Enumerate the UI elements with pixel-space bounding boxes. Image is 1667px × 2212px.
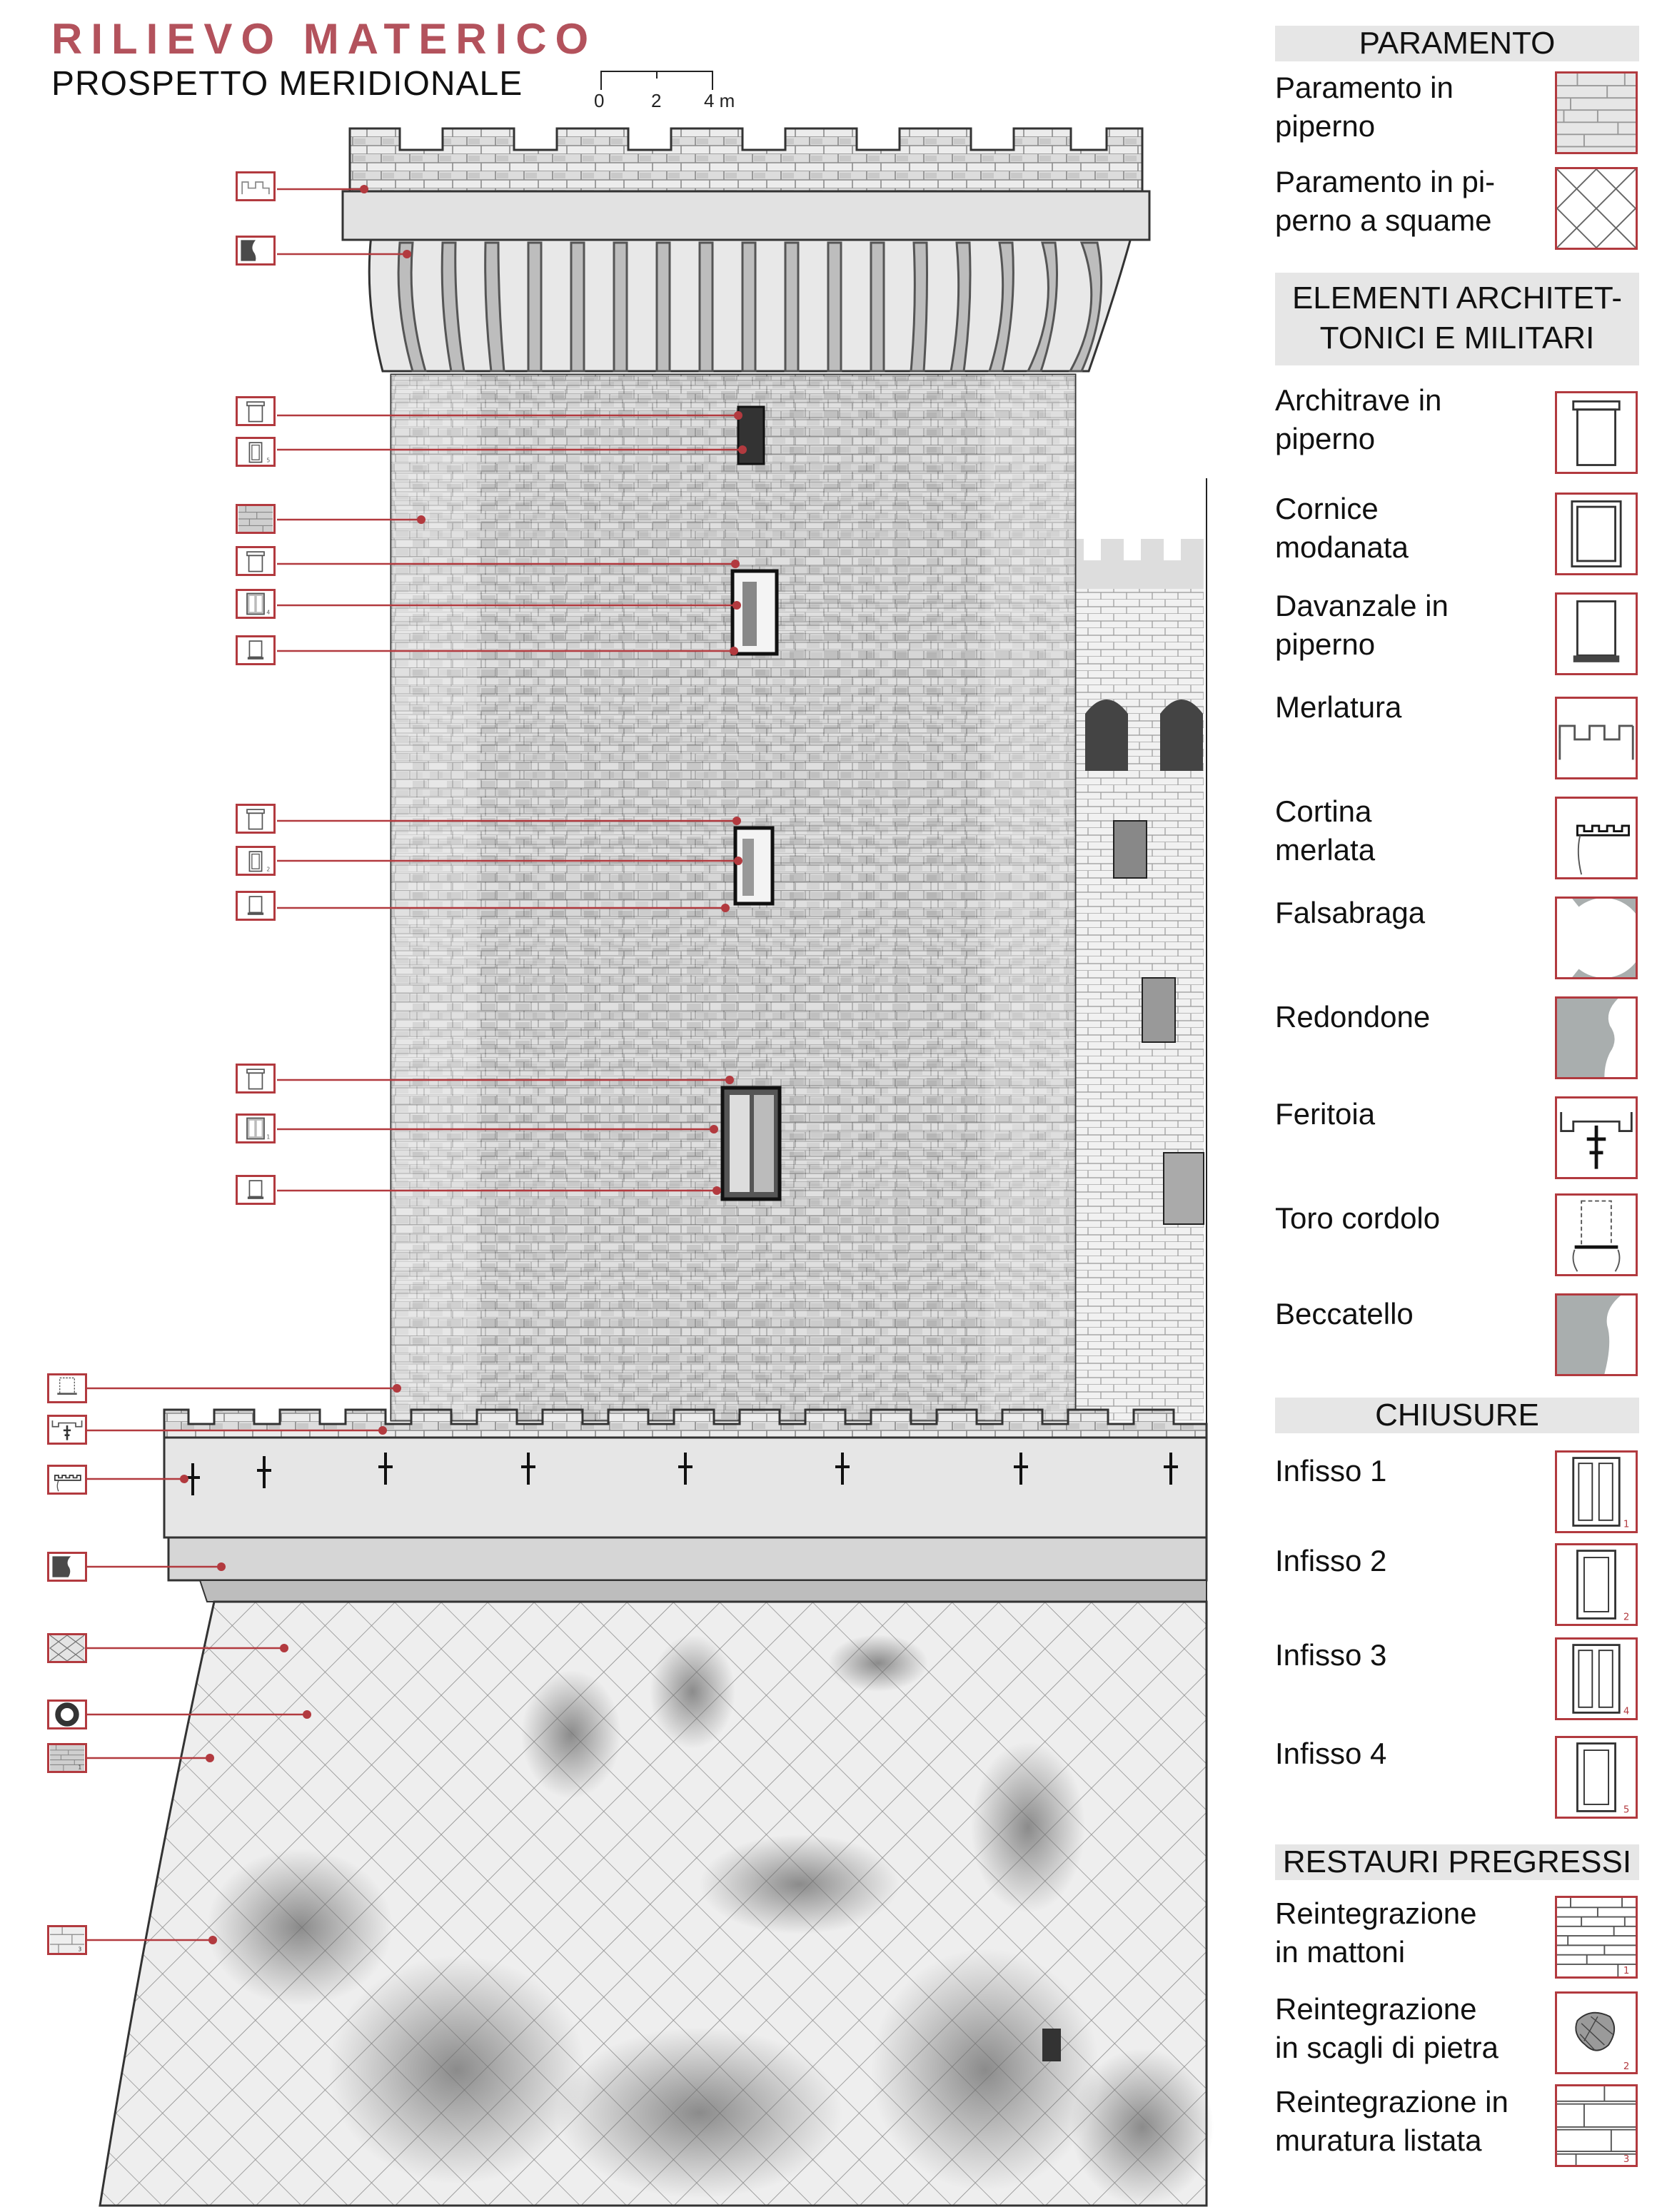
legend-header-chiusure: CHIUSURE [1275, 1398, 1639, 1433]
legend-label-feritoia: Feritoia [1275, 1097, 1376, 1131]
restauro-number: 2 [1623, 2061, 1629, 2072]
infisso-number: 1 [1623, 1519, 1629, 1530]
legend-label-merlatura: Merlatura [1275, 690, 1402, 724]
scale-bar [600, 71, 713, 90]
drawing-title: RILIEVO MATERICO [51, 15, 598, 63]
key-listata: 3 [47, 1925, 87, 1955]
corbel-profile-icon [1555, 1293, 1638, 1376]
key-number: 3 [78, 1946, 81, 1952]
architrave-window-icon [1555, 391, 1638, 474]
legend-label-toro: Toro cordolo [1275, 1201, 1441, 1235]
key-architrave-4 [236, 1064, 276, 1094]
stone-patch-icon: 2 [1555, 1991, 1638, 2074]
single-window-icon: 2 [1555, 1543, 1638, 1626]
legend-label-infisso-4: Infisso 4 [1275, 1737, 1387, 1770]
scale-label-2: 2 [651, 90, 662, 111]
key-number: 2 [266, 867, 270, 873]
machicolation-crown [368, 234, 1133, 373]
restauro-number: 3 [1623, 2154, 1629, 2165]
scarp-base [99, 1600, 1214, 2207]
legend-header-paramento: PARAMENTO [1275, 26, 1639, 61]
molded-frame-window-icon [1555, 493, 1638, 575]
key-redondone [47, 1552, 87, 1582]
infisso-number: 4 [1623, 1706, 1629, 1717]
key-infisso-5: 5 [236, 437, 276, 467]
key-mattoni: 1 [47, 1743, 87, 1773]
legend-label-infisso-3: Infisso 3 [1275, 1638, 1387, 1672]
key-infisso-1: 1 [236, 1113, 276, 1143]
banded-masonry-icon: 3 [1555, 2084, 1638, 2167]
key-beccatello [236, 236, 276, 266]
key-number: 5 [266, 458, 270, 464]
diamond-scale-icon [1555, 167, 1638, 250]
key-architrave-1 [236, 396, 276, 426]
key-davanzale-1 [236, 635, 276, 665]
legend-label-beccatello: Beccatello [1275, 1297, 1414, 1330]
tower-shaft [390, 373, 1077, 1422]
lower-curtain [163, 1408, 1208, 1602]
key-feritoia [47, 1415, 87, 1445]
key-infisso-4: 4 [236, 589, 276, 619]
key-architrave-3 [236, 804, 276, 834]
brick-pattern-icon: 1 [1555, 1896, 1638, 1979]
infisso-number: 2 [1623, 1612, 1629, 1622]
redondone-profile-icon [1555, 996, 1638, 1079]
key-number: 1 [266, 1134, 270, 1141]
legend-label-infisso-1: Infisso 1 [1275, 1454, 1387, 1488]
key-paramento [236, 504, 276, 534]
double-door-icon: 1 [1555, 1450, 1638, 1533]
elevation-drawing [87, 127, 1214, 2207]
key-cortina-merlata [47, 1465, 87, 1495]
key-number: 4 [266, 610, 270, 616]
top-battlement [341, 127, 1151, 241]
leader-lines [87, 188, 742, 1941]
key-toro-cordolo [47, 1373, 87, 1403]
falsebraye-ring-icon [1555, 897, 1638, 979]
key-davanzale-2 [236, 891, 276, 921]
drawing-subtitle: PROSPETTO MERIDIONALE [51, 65, 523, 103]
legend-header-elementi: ELEMENTI ARCHITET-TONICI E MILITARI [1275, 273, 1639, 365]
leader-dots [180, 185, 747, 1944]
legend-label-paramento-squame: Paramento in pi-perno a squame [1275, 165, 1496, 237]
key-davanzale-3 [236, 1175, 276, 1205]
loophole-icon [1555, 1096, 1638, 1179]
ashlar-hatch-icon [1555, 71, 1638, 154]
double-door-icon: 4 [1555, 1637, 1638, 1720]
key-falsabraga [47, 1700, 87, 1729]
tower-windows [720, 405, 782, 1201]
legend-label-falsabraga: Falsabraga [1275, 896, 1426, 929]
key-architrave-2 [236, 546, 276, 576]
crenellated-curtain-icon [1555, 797, 1638, 879]
key-merlatura [236, 171, 276, 201]
torus-cordon-icon [1555, 1193, 1638, 1276]
scale-label-4m: 4 m [704, 90, 735, 111]
sill-window-icon [1555, 592, 1638, 675]
legend-header-restauri: RESTAURI PREGRESSI [1275, 1844, 1639, 1880]
key-number: 1 [78, 1764, 81, 1770]
restauro-number: 1 [1623, 1966, 1629, 1976]
battlement-icon [1555, 697, 1638, 779]
scale-label-0: 0 [594, 90, 605, 111]
single-window-icon: 5 [1555, 1736, 1638, 1819]
key-infisso-2: 2 [236, 846, 276, 876]
adjoining-building [1075, 478, 1207, 2206]
legend-label-infisso-2: Infisso 2 [1275, 1544, 1387, 1577]
infisso-number: 5 [1623, 1804, 1629, 1815]
key-squame [47, 1633, 87, 1663]
legend-label-redondone: Redondone [1275, 1000, 1431, 1034]
